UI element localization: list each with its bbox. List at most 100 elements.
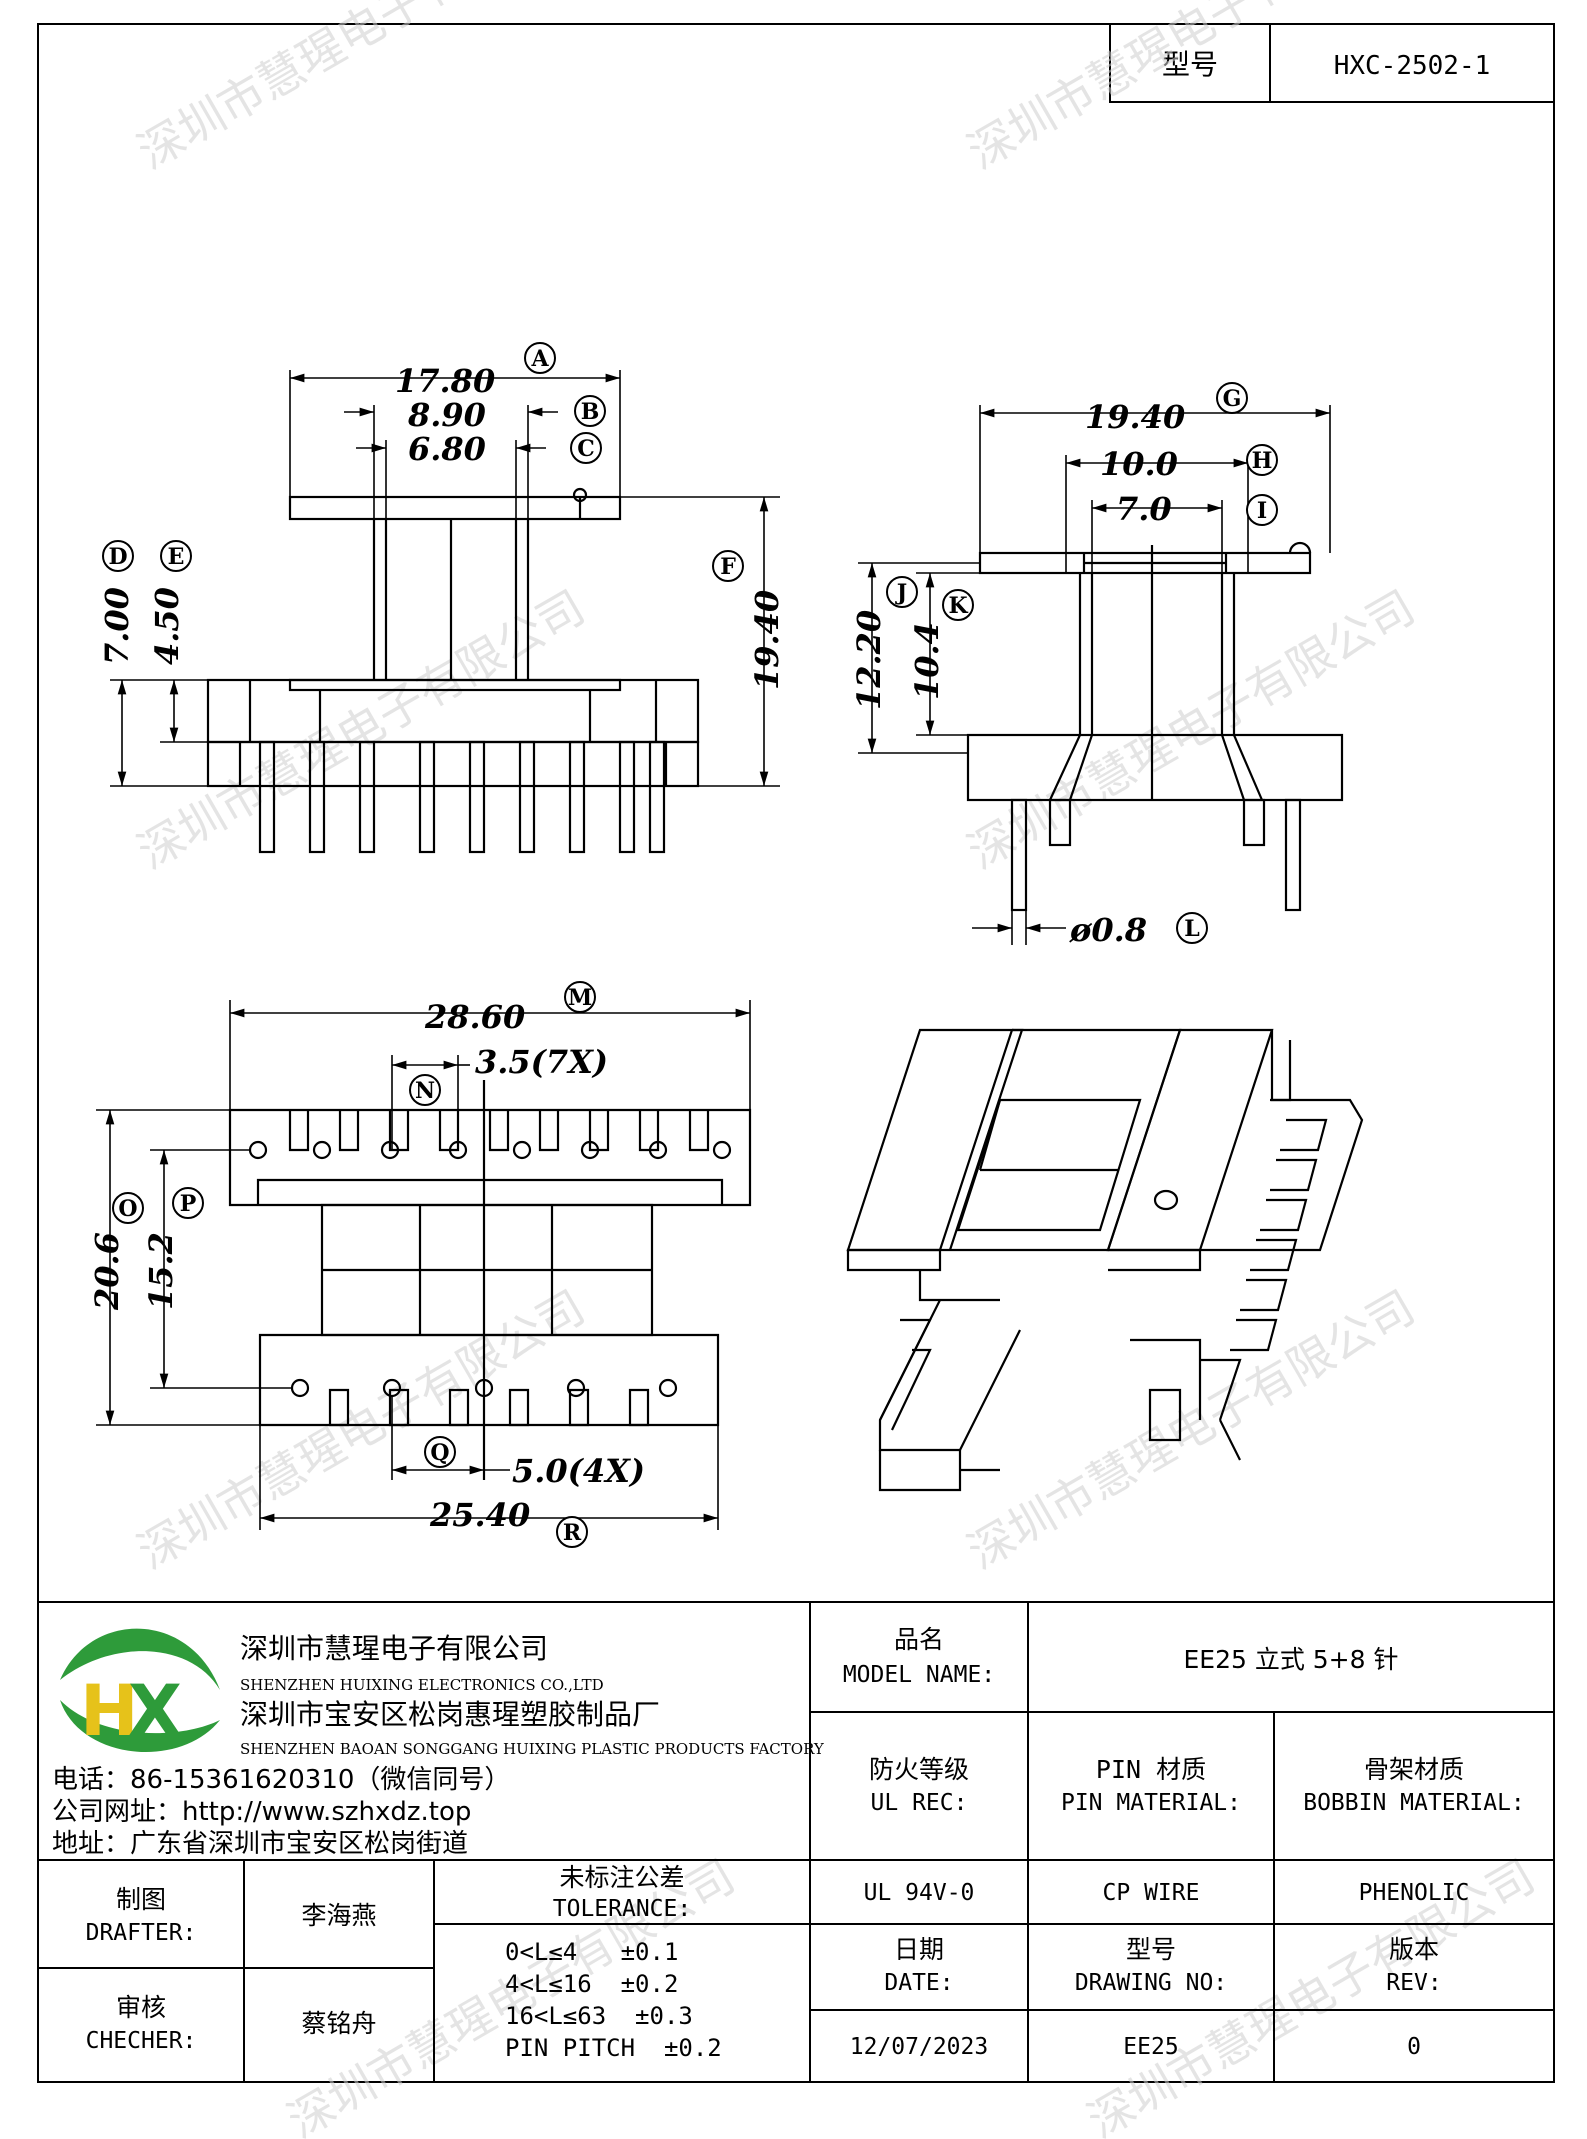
side-view xyxy=(966,541,1344,912)
dimension-value-o: 20.6 xyxy=(88,1232,126,1311)
dimension-tag-circle-j xyxy=(886,576,918,608)
rev-label-en: REV: xyxy=(1386,1970,1441,1996)
dimension-tag-circle-g xyxy=(1216,382,1248,414)
dimension-value-h: 10.0 xyxy=(1100,445,1178,483)
rev-value: 0 xyxy=(1407,2034,1421,2060)
date-value: 12/07/2023 xyxy=(850,2034,988,2060)
dimension-tag-j: J xyxy=(895,580,907,606)
dimension-value-m: 28.60 xyxy=(424,998,525,1036)
dimension-tag-circle-e xyxy=(160,540,192,572)
bobbin-material-value: PHENOLIC xyxy=(1359,1880,1470,1906)
sheet-border xyxy=(37,23,1555,2083)
front-view xyxy=(206,487,700,854)
checker-label-cn: 审核 xyxy=(116,1993,166,2022)
dimension-tag-circle-l xyxy=(1176,912,1208,944)
company-phone: 电话：86-15361620310（微信同号） xyxy=(52,1765,510,1795)
fire-rating-value: UL 94V-0 xyxy=(864,1880,975,1906)
front-view-dimensions xyxy=(110,370,780,787)
watermark-text: 深圳市慧瑆电子有限公司 xyxy=(129,0,594,180)
dimension-tag-p: P xyxy=(180,1191,197,1217)
dimension-tag-e: E xyxy=(168,544,185,570)
dimension-value-k: 10.4 xyxy=(908,622,946,700)
tolerance-label-en: TOLERANCE: xyxy=(553,1896,691,1922)
dimension-value-q: 5.0(4X) xyxy=(512,1452,645,1490)
factory-name-cn: 深圳市宝安区松岗惠瑆塑胶制品厂 xyxy=(240,1698,660,1731)
watermark-text: 深圳市慧瑆电子有限公司 xyxy=(129,1280,594,1580)
dimension-tag-m: M xyxy=(568,985,592,1011)
title-block-text: 品名 MODEL NAME: EE25 立式 5+8 针 防火等级 UL REC… xyxy=(86,1625,1525,2060)
date-label-cn: 日期 xyxy=(894,1935,944,1964)
fire-rating-cn: 防火等级 xyxy=(869,1755,969,1784)
dimension-tag-d: D xyxy=(108,544,127,570)
dimension-tag-circle-b xyxy=(574,395,606,427)
dimension-tag-circle-n xyxy=(409,1074,441,1106)
svg-text:X: X xyxy=(128,1670,182,1752)
dimension-tag-k: K xyxy=(948,593,968,619)
dimension-tag-c: C xyxy=(577,436,595,462)
dimension-tag-b: B xyxy=(581,399,600,425)
dimension-value-r: 25.40 xyxy=(429,1496,530,1534)
model-name-cn: 品名 xyxy=(894,1625,944,1654)
dimension-tag-circle-h xyxy=(1246,444,1278,476)
dimension-tag-g: G xyxy=(1223,386,1242,412)
dimension-value-g: 19.40 xyxy=(1085,398,1185,436)
logo-letters: H xyxy=(80,1670,139,1752)
dimension-value-l: ø0.8 xyxy=(1069,911,1147,949)
fire-rating-en: UL REC: xyxy=(871,1790,968,1816)
checker-name: 蔡铭舟 xyxy=(301,2009,376,2038)
dimension-tag-n: N xyxy=(415,1078,435,1104)
dimension-tag-circle-c xyxy=(570,432,602,464)
dimension-value-j: 12.20 xyxy=(850,610,888,710)
dimension-value-f: 19.40 xyxy=(748,590,786,690)
watermark-text: 深圳市慧瑆电子有限公司 xyxy=(129,580,594,880)
factory-name-en: SHENZHEN BAOAN SONGGANG HUIXING PLASTIC … xyxy=(240,1740,825,1758)
dimension-tag-circle-q xyxy=(424,1436,456,1468)
dimension-value-b: 8.90 xyxy=(407,396,486,434)
dimension-tag-circle-a xyxy=(524,342,556,374)
drawing-no-value: EE25 xyxy=(1123,2034,1178,2060)
checker-label-en: CHECHER: xyxy=(86,2028,197,2054)
bobbin-material-en: BOBBIN MATERIAL: xyxy=(1303,1790,1525,1816)
tolerance-label-cn: 未标注公差 xyxy=(559,1863,684,1892)
date-label-en: DATE: xyxy=(884,1970,953,1996)
company-name-en: SHENZHEN HUIXING ELECTRONICS CO.,LTD xyxy=(240,1676,604,1694)
drafter-label-en: DRAFTER: xyxy=(86,1920,197,1946)
watermark-text: 深圳市慧瑆电子有限公司 xyxy=(959,1280,1424,1580)
dimension-tag-circle-p xyxy=(172,1187,204,1219)
company-logo: H X xyxy=(60,1628,220,1753)
drawing-no-label-cn: 型号 xyxy=(1126,1935,1176,1964)
side-view-dimensions xyxy=(858,405,1331,945)
model-name-en: MODEL NAME: xyxy=(843,1662,995,1688)
dimension-tag-o: O xyxy=(118,1196,137,1222)
dimension-tag-a: A xyxy=(530,346,549,372)
tolerance-line: 4<L≤16 ±0.2 xyxy=(505,1970,678,1998)
model-name-value: EE25 立式 5+8 针 xyxy=(1183,1645,1398,1674)
bottom-view-dimensions xyxy=(96,1000,751,1530)
tolerance-line: 0<L≤4 ±0.1 xyxy=(505,1938,678,1966)
dimension-value-a: 17.80 xyxy=(395,362,495,400)
dimension-value-c: 6.80 xyxy=(408,430,486,468)
dimension-tag-l: L xyxy=(1184,916,1199,942)
dimension-tag-i: I xyxy=(1257,498,1267,524)
drafter-name: 李海燕 xyxy=(301,1901,376,1930)
dimension-tag-r: R xyxy=(563,1520,582,1546)
dimension-tag-h: H xyxy=(1252,448,1273,474)
header-model-box: 型号 HXC-2502-1 xyxy=(1109,23,1555,103)
dimension-tag-f: F xyxy=(720,554,736,580)
company-website: 公司网址：http://www.szhxdz.top xyxy=(52,1797,471,1827)
dimension-value-p: 15.2 xyxy=(142,1232,180,1310)
dimension-tag-circle-o xyxy=(112,1192,144,1224)
bobbin-material-cn: 骨架材质 xyxy=(1364,1755,1464,1784)
tolerance-line: 16<L≤63 ±0.3 xyxy=(505,2002,693,2030)
dimension-tag-circle-i xyxy=(1246,494,1278,526)
company-address: 地址：广东省深圳市宝安区松岗街道 xyxy=(52,1829,468,1859)
company-name-cn: 深圳市慧瑆电子有限公司 xyxy=(240,1632,548,1665)
header-model-label: 型号 xyxy=(1162,48,1218,81)
tolerance-line: PIN PITCH ±0.2 xyxy=(505,2034,722,2062)
bottom-view xyxy=(228,1080,752,1480)
dimension-value-d: 7.00 xyxy=(98,587,136,665)
dimension-value-e: 4.50 xyxy=(148,587,186,665)
company-info: 深圳市慧瑆电子有限公司 SHENZHEN HUIXING ELECTRONICS… xyxy=(52,1632,825,1859)
